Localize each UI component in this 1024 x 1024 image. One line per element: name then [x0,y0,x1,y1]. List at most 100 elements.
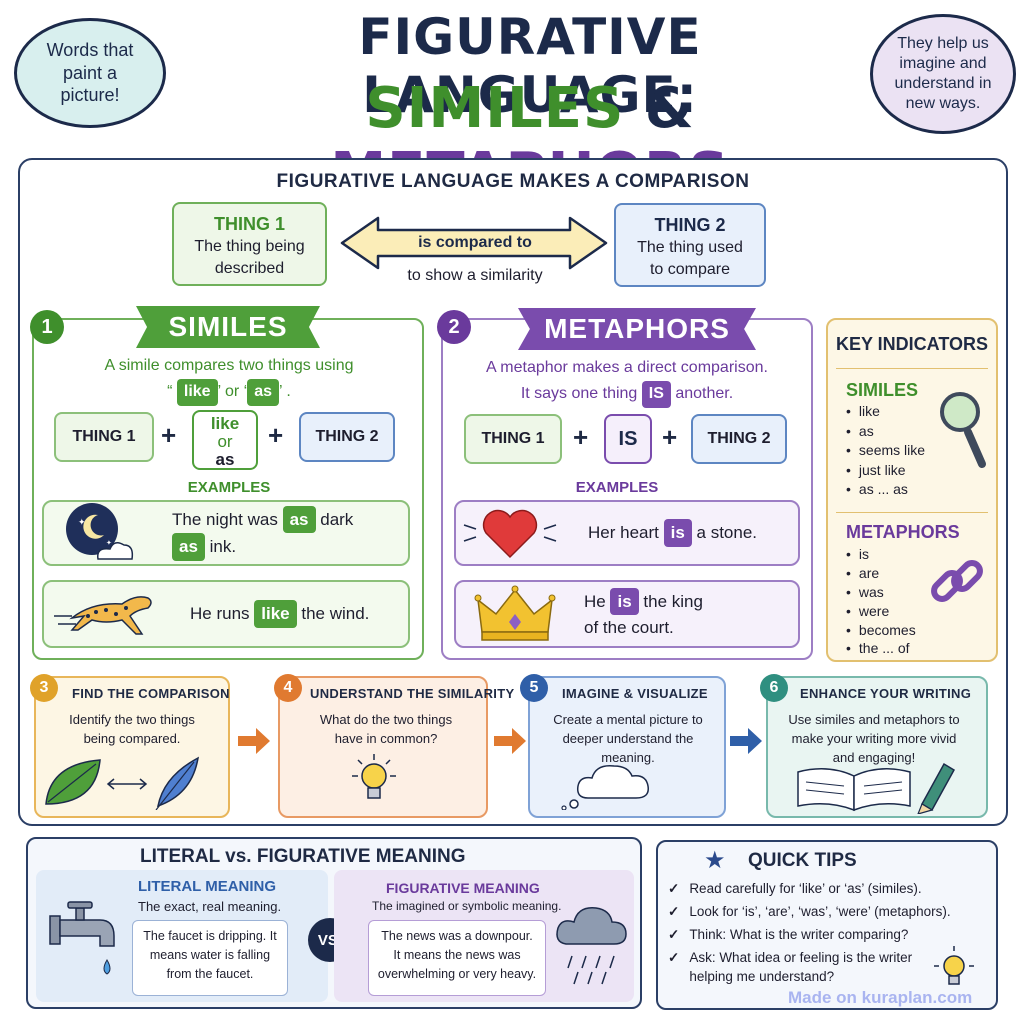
key-indicators-divider-1 [836,368,988,369]
title-ampersand: & [644,76,695,141]
faucet-icon [49,901,115,975]
cheetah-icon [54,596,152,635]
thought-cloud-icon [561,765,649,810]
open-book-pencil-icon [797,762,956,814]
lightbulb-icon [352,754,396,799]
similes-as-chip: as [247,378,280,406]
comparison-heading: FIGURATIVE LANGUAGE MAKES A COMPARISON [276,171,750,192]
thing2-box: THING 2 The thing used to compare [614,203,766,287]
thing1-desc: The thing being described [194,238,305,277]
simile-example-1: ✦✦ The night was as dark as ink. [42,500,410,566]
tip-text: Think: What is the writer comparing? [689,926,909,942]
double-arrow-icon [340,216,608,270]
step-4-number: 4 [274,674,302,702]
step-4-text: What do the two things have in common? [319,712,453,746]
metaphors-formula-thing1: THING 1 [464,414,562,464]
chain-link-icon [931,560,983,602]
similes-indicator-item: seems like [846,441,925,461]
metaphor-example-1: Her heart is a stone. [454,500,800,566]
metaphors-plus-2: + [662,422,678,452]
lightbulb-icon [934,946,974,985]
metaphor-example-1-text: Her heart is a stone. [588,519,757,547]
crown-icon [474,585,556,641]
thing1-title: THING 1 [213,214,285,234]
metaphor-example-2-text: He is the king of the court. [584,587,703,641]
simile-example-1-text: The night was as dark as ink. [172,505,353,561]
heart-icon [463,509,557,559]
metaphors-examples-label: EXAMPLES [575,479,659,496]
checkmark-icon: ✓ [668,926,680,942]
thing1-box: THING 1 The thing being described [172,202,327,286]
similes-plus-2: + [268,420,284,450]
rain-cloud-icon [556,907,627,985]
metaphors-formula-thing2: THING 2 [691,414,787,464]
figurative-title: FIGURATIVE MEANING [386,880,540,896]
figurative-sub: The imagined or symbolic meaning. [372,899,562,913]
arrow-sub: to show a similarity [407,267,543,284]
similes-formula-like-or-as: like or as [192,410,258,470]
leaf-feather-icon [45,756,199,810]
metaphors-number: 2 [437,310,471,344]
figurative-example-box: The news was a downpour. It means the ne… [368,920,546,996]
magnifying-glass-icon [940,392,986,468]
step-6-number: 6 [760,674,788,702]
tip-item: ✓Ask: What idea or feeling is the writer… [668,949,968,987]
indicators-similes-list: likeasseems likejust likeas ... as [846,402,925,500]
tip-text: Read carefully for ‘like’ or ‘as’ (simil… [689,881,922,896]
step-5-text: Create a mental picture to deeper unders… [553,712,703,765]
metaphors-title-banner: METAPHORS [518,308,756,350]
metaphors-title: METAPHORS [544,313,730,344]
similes-desc-line1: A simile compares two things using [104,357,354,374]
simile-example-2-text: He runs like the wind. [190,600,369,628]
similes-title: SIMILES [168,311,288,342]
indicators-metaphors-list: isarewaswerebecomesthe ... of [846,545,916,658]
similes-like-chip: like [176,378,218,406]
literal-figurative-heading: LITERAL vs. FIGURATIVE MEANING [140,846,466,867]
tip-item: ✓Look for ‘is’, ‘are’, ‘was’, ‘were’ (me… [668,903,968,922]
quick-tips-panel [656,840,998,1010]
watermark: Made on kuraplan.com [788,988,973,1007]
step-4-box [278,676,488,818]
similes-title-banner: SIMILES [136,306,320,348]
step-5-title: IMAGINE & VISUALIZE [562,686,708,701]
arrow-right-icon [238,728,270,754]
quick-tips-title: QUICK TIPS [748,850,857,871]
similes-indicator-item: just like [846,461,925,481]
bubble-right-text: They help us imagine and understand in n… [894,35,992,112]
metaphors-indicator-item: were [846,602,916,621]
thing2-desc: The thing used to compare [637,239,743,278]
speech-bubble-right: They help us imagine and understand in n… [870,14,1016,134]
moon-night-icon: ✦✦ [66,503,134,560]
metaphor-example-2: He is the king of the court. [454,580,800,648]
metaphors-indicator-item: the ... of [846,639,916,658]
thing2-title: THING 2 [654,215,726,235]
bubble-left-text: Words that paint a picture! [46,40,134,106]
similes-number: 1 [30,310,64,344]
simile-example-2: He runs like the wind. [42,580,410,648]
tip-item: ✓ Think: What is the writer comparing? [668,926,968,945]
metaphors-formula-is: IS [604,414,652,464]
metaphors-desc: A metaphor makes a direct comparison. It… [446,356,808,408]
key-indicators-divider-2 [836,512,988,513]
literal-example-box: The faucet is dripping. It means water i… [132,920,288,996]
literal-sub: The exact, real meaning. [138,899,282,914]
tip-item: ✓Read carefully for ‘like’ or ‘as’ (simi… [668,880,968,899]
metaphors-indicator-item: are [846,564,916,583]
similes-indicator-item: like [846,402,925,422]
speech-bubble-left: Words that paint a picture! [14,18,166,128]
similes-indicator-item: as [846,422,925,442]
page-title: FIGURATIVE LANGUAGE: [358,8,702,124]
step-5-number: 5 [520,674,548,702]
similes-formula-thing1: THING 1 [54,412,154,462]
svg-text:✦: ✦ [106,539,112,547]
arrow-right-icon [730,728,762,754]
star-icon: ★ [704,847,726,874]
similes-plus-1: + [161,420,177,450]
similes-formula-thing2: THING 2 [299,412,395,462]
metaphors-indicator-item: was [846,583,916,602]
step-6-text: Use similes and metaphors to make your w… [788,712,960,765]
quick-tips-list: ✓ Read carefully for ‘like’ or ‘as’ (simi… [668,880,968,990]
indicators-similes-label: SIMILES [846,380,919,400]
step-6-title: ENHANCE YOUR WRITING [800,686,972,701]
checkmark-icon: ✓ [668,903,680,919]
